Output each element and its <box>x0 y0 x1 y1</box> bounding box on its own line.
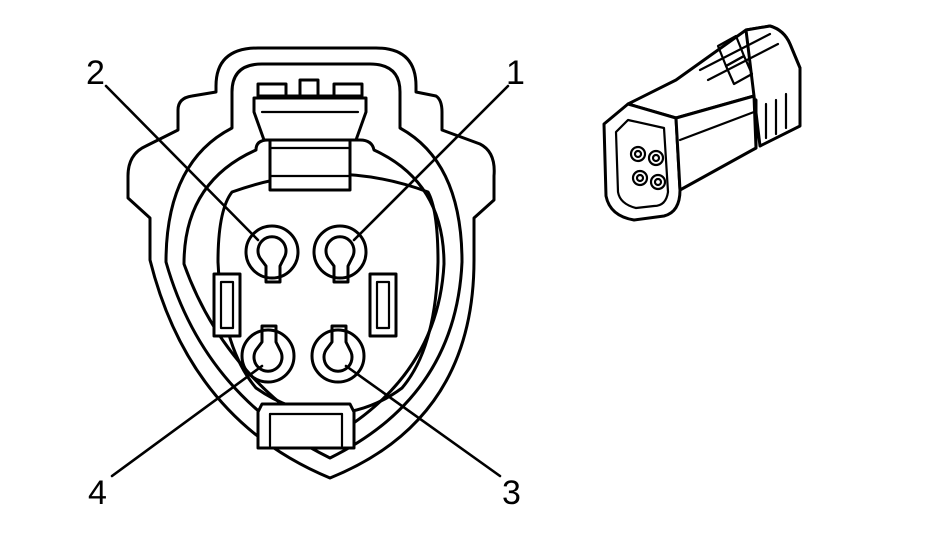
contact-face <box>216 172 440 416</box>
left-rib <box>212 272 242 338</box>
pin-2-cavity <box>244 224 300 284</box>
pin-label-1: 1 <box>506 54 525 92</box>
pin-label-3: 3 <box>502 474 521 512</box>
pin-label-2: 2 <box>86 54 105 92</box>
bottom-key <box>256 402 356 450</box>
pin-4-cavity <box>240 324 296 384</box>
seal-ring <box>182 138 446 440</box>
connector-isometric-view <box>602 24 802 222</box>
right-rib <box>368 272 398 338</box>
leader-line-4 <box>110 364 264 478</box>
leader-line-3 <box>344 364 502 478</box>
leader-line-2 <box>104 84 260 242</box>
pin-label-4: 4 <box>88 474 107 512</box>
pin-1-cavity <box>312 224 368 284</box>
housing-rim <box>164 62 464 460</box>
latch <box>252 78 368 192</box>
iso-contacts <box>629 145 667 191</box>
pin-3-cavity <box>310 324 366 384</box>
connector-face-view: 2 1 4 3 <box>86 46 525 512</box>
outer-housing <box>126 46 496 480</box>
leader-line-1 <box>352 84 510 242</box>
